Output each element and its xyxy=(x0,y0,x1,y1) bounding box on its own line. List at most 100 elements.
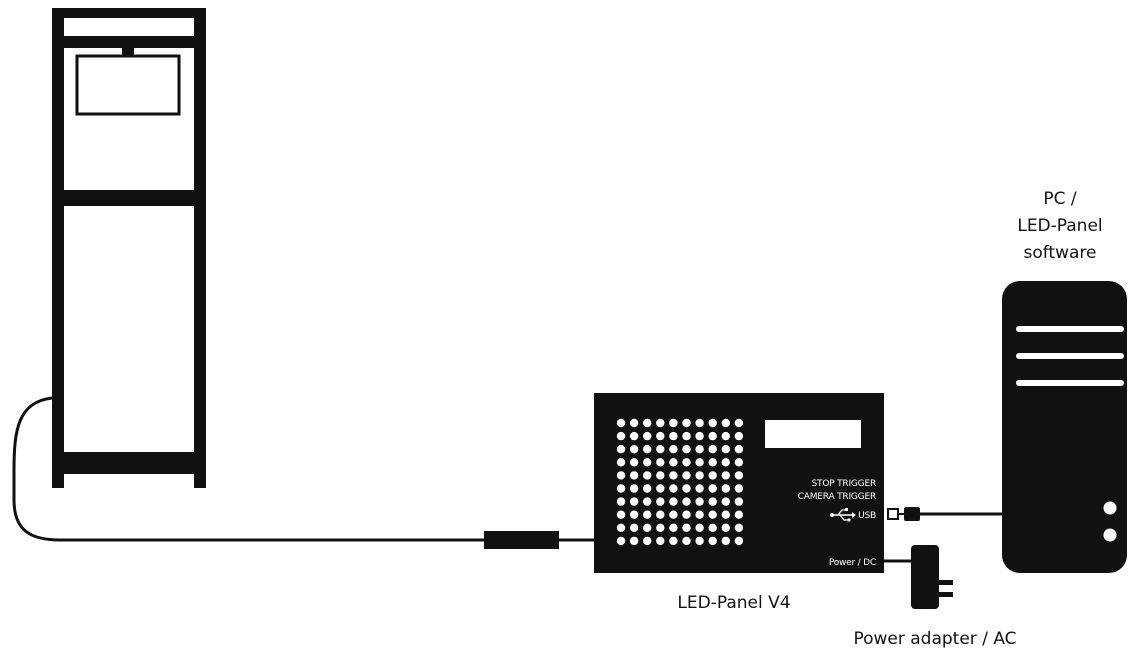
port-usb: USB xyxy=(858,511,876,521)
led-dot xyxy=(669,536,678,546)
power-adapter-body xyxy=(911,545,939,609)
led-dot xyxy=(721,445,730,454)
cable-connector xyxy=(484,531,559,549)
led-dot xyxy=(734,431,744,441)
led-dot xyxy=(656,510,665,519)
pc-label-line3: software xyxy=(1023,243,1096,263)
led-dot xyxy=(695,445,704,454)
led-dot xyxy=(643,497,652,506)
led-dot xyxy=(669,497,678,506)
led-dot xyxy=(695,497,704,506)
led-dot xyxy=(695,431,704,441)
led-dot xyxy=(669,484,678,493)
led-dot xyxy=(629,471,639,480)
led-dot xyxy=(708,510,717,519)
usb-icon xyxy=(830,508,856,522)
usb-plug xyxy=(904,507,920,521)
led-dot xyxy=(616,497,626,506)
pc-reset-button xyxy=(1103,528,1117,542)
led-dot xyxy=(734,523,744,532)
led-dot xyxy=(669,445,678,454)
led-dot xyxy=(616,431,626,441)
led-dot xyxy=(629,497,639,506)
usb-port-socket xyxy=(887,508,899,520)
led-dot xyxy=(695,536,704,546)
led-dot xyxy=(669,418,678,428)
led-dot xyxy=(734,471,744,480)
led-dot xyxy=(734,497,744,506)
led-dot xyxy=(682,484,691,493)
led-dot xyxy=(708,418,717,428)
led-dot xyxy=(629,418,639,428)
led-dot xyxy=(669,431,678,441)
pc-drive-bay-2 xyxy=(1016,353,1124,359)
led-dot xyxy=(682,431,691,441)
led-dot xyxy=(643,510,652,519)
adapter-prong-top xyxy=(939,580,953,585)
led-dot xyxy=(656,471,665,480)
led-dot xyxy=(695,418,704,428)
led-dot xyxy=(682,510,691,519)
pc-label-line2: LED-Panel xyxy=(1017,216,1102,236)
led-dot xyxy=(629,431,639,441)
pc-label-line1: PC / xyxy=(1043,189,1077,209)
led-dot xyxy=(616,510,626,519)
led-dot xyxy=(656,484,665,493)
rack-left-post xyxy=(52,8,64,488)
led-dot xyxy=(695,510,704,519)
led-dot xyxy=(616,523,626,532)
led-dot xyxy=(682,418,691,428)
led-dot xyxy=(656,497,665,506)
led-panel-device: STOP TRIGGER CAMERA TRIGGER USB Power / … xyxy=(594,393,884,573)
led-dot xyxy=(656,536,665,546)
led-dot xyxy=(708,523,717,532)
led-dot xyxy=(656,458,665,467)
adapter-prong-bottom xyxy=(939,592,953,597)
led-dot xyxy=(656,418,665,428)
led-dot xyxy=(708,536,717,546)
led-dot xyxy=(669,523,678,532)
led-dot xyxy=(616,458,626,467)
port-camera-trigger: CAMERA TRIGGER xyxy=(798,492,876,502)
led-dot xyxy=(682,445,691,454)
led-dot xyxy=(734,458,744,467)
led-dot xyxy=(629,458,639,467)
led-dot xyxy=(656,445,665,454)
panel-label: LED-Panel V4 xyxy=(677,593,790,613)
led-dot xyxy=(734,484,744,493)
rack-stand xyxy=(52,8,206,488)
led-dot xyxy=(643,458,652,467)
rack-base-shelf xyxy=(52,452,206,474)
led-dot xyxy=(695,458,704,467)
led-dot xyxy=(708,431,717,441)
led-dot xyxy=(708,497,717,506)
led-dot xyxy=(708,445,717,454)
led-dot xyxy=(721,471,730,480)
led-dot xyxy=(629,445,639,454)
led-dot xyxy=(682,458,691,467)
adapter-label: Power adapter / AC xyxy=(853,629,1016,649)
led-dot xyxy=(721,510,730,519)
led-dot xyxy=(629,510,639,519)
led-dot xyxy=(629,523,639,532)
pc-power-button xyxy=(1103,501,1117,515)
led-dot xyxy=(695,523,704,532)
led-dot xyxy=(708,471,717,480)
led-panel-display xyxy=(765,420,861,448)
led-dot xyxy=(643,536,652,546)
led-dot xyxy=(616,484,626,493)
led-dot xyxy=(721,418,730,428)
led-dot xyxy=(721,431,730,441)
led-dot xyxy=(734,510,744,519)
rack-right-post xyxy=(194,8,206,488)
rack-to-panel-cable xyxy=(12,396,486,542)
led-dot xyxy=(643,431,652,441)
led-dot xyxy=(708,484,717,493)
led-dot xyxy=(656,523,665,532)
led-dot xyxy=(734,536,744,546)
pc-drive-bay-1 xyxy=(1016,326,1124,332)
led-dot xyxy=(643,445,652,454)
led-dot xyxy=(682,471,691,480)
